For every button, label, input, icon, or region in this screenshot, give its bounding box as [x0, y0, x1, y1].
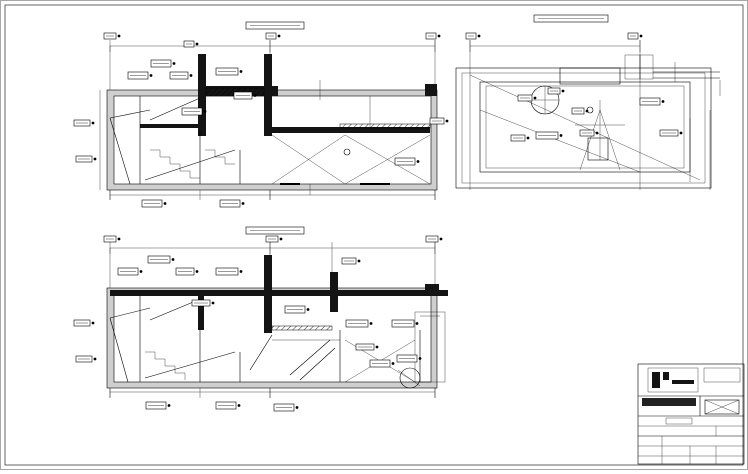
view-title-box-top-left — [245, 21, 305, 30]
annotation-tag — [510, 134, 530, 142]
annotation-tag — [429, 117, 449, 125]
annotation-tag — [639, 97, 665, 106]
annotation-tag — [215, 401, 241, 410]
annotation-tag — [181, 107, 207, 116]
annotation-tag — [265, 32, 281, 40]
label-tags — [73, 32, 683, 412]
annotation-tag — [145, 401, 171, 410]
annotation-tag — [265, 235, 283, 243]
annotation-tag — [75, 355, 97, 363]
annotation-tag — [169, 71, 193, 80]
annotation-tag — [233, 91, 257, 100]
annotation-tag — [396, 354, 422, 363]
annotation-tag — [579, 129, 599, 137]
annotation-tag — [103, 235, 121, 243]
title-block — [637, 363, 745, 465]
annotation-tag — [117, 267, 143, 276]
annotation-tag — [175, 267, 199, 276]
annotation-tag — [425, 235, 443, 243]
annotation-tag — [103, 32, 121, 40]
annotation-tag — [341, 257, 361, 265]
annotation-tag — [627, 32, 643, 40]
annotation-tag — [547, 87, 565, 95]
view-top-left — [99, 21, 438, 200]
annotation-tag — [465, 32, 481, 40]
annotation-tag — [425, 32, 441, 40]
column — [198, 294, 204, 330]
annotation-tag — [571, 107, 589, 115]
annotation-tag — [369, 359, 395, 368]
view-title-box-bottom-left — [245, 226, 305, 235]
annotation-tag — [215, 267, 243, 276]
annotation-tag — [535, 131, 563, 140]
floor-slab — [110, 290, 448, 296]
annotation-tag — [659, 129, 683, 137]
annotation-tag — [215, 67, 243, 76]
column — [425, 284, 439, 296]
annotation-tag — [127, 71, 153, 80]
view-title-box-top-right — [533, 14, 609, 23]
sheet-inner-border — [4, 4, 744, 466]
floor-slab — [270, 127, 430, 133]
annotation-tag — [73, 119, 95, 127]
annotation-tag — [517, 94, 537, 102]
annotation-tag — [191, 299, 215, 307]
floor-slab — [140, 124, 200, 128]
annotation-tag — [355, 343, 379, 351]
annotation-tag — [219, 199, 245, 208]
annotation-tag — [75, 155, 97, 163]
annotation-tag — [141, 199, 167, 208]
stair — [144, 299, 336, 381]
annotation-tag — [73, 319, 95, 327]
annotation-tag — [345, 319, 373, 328]
annotation-tag — [284, 305, 310, 314]
view-bottom-left — [106, 226, 448, 398]
annotation-tag — [391, 319, 419, 328]
stair — [144, 97, 236, 181]
annotation-tag — [147, 255, 175, 264]
annotation-tag — [273, 403, 299, 412]
annotation-tag — [394, 157, 420, 166]
annotation-tag — [150, 59, 176, 68]
annotation-tag — [183, 40, 199, 48]
view-top-right — [455, 14, 721, 190]
column — [425, 84, 437, 96]
